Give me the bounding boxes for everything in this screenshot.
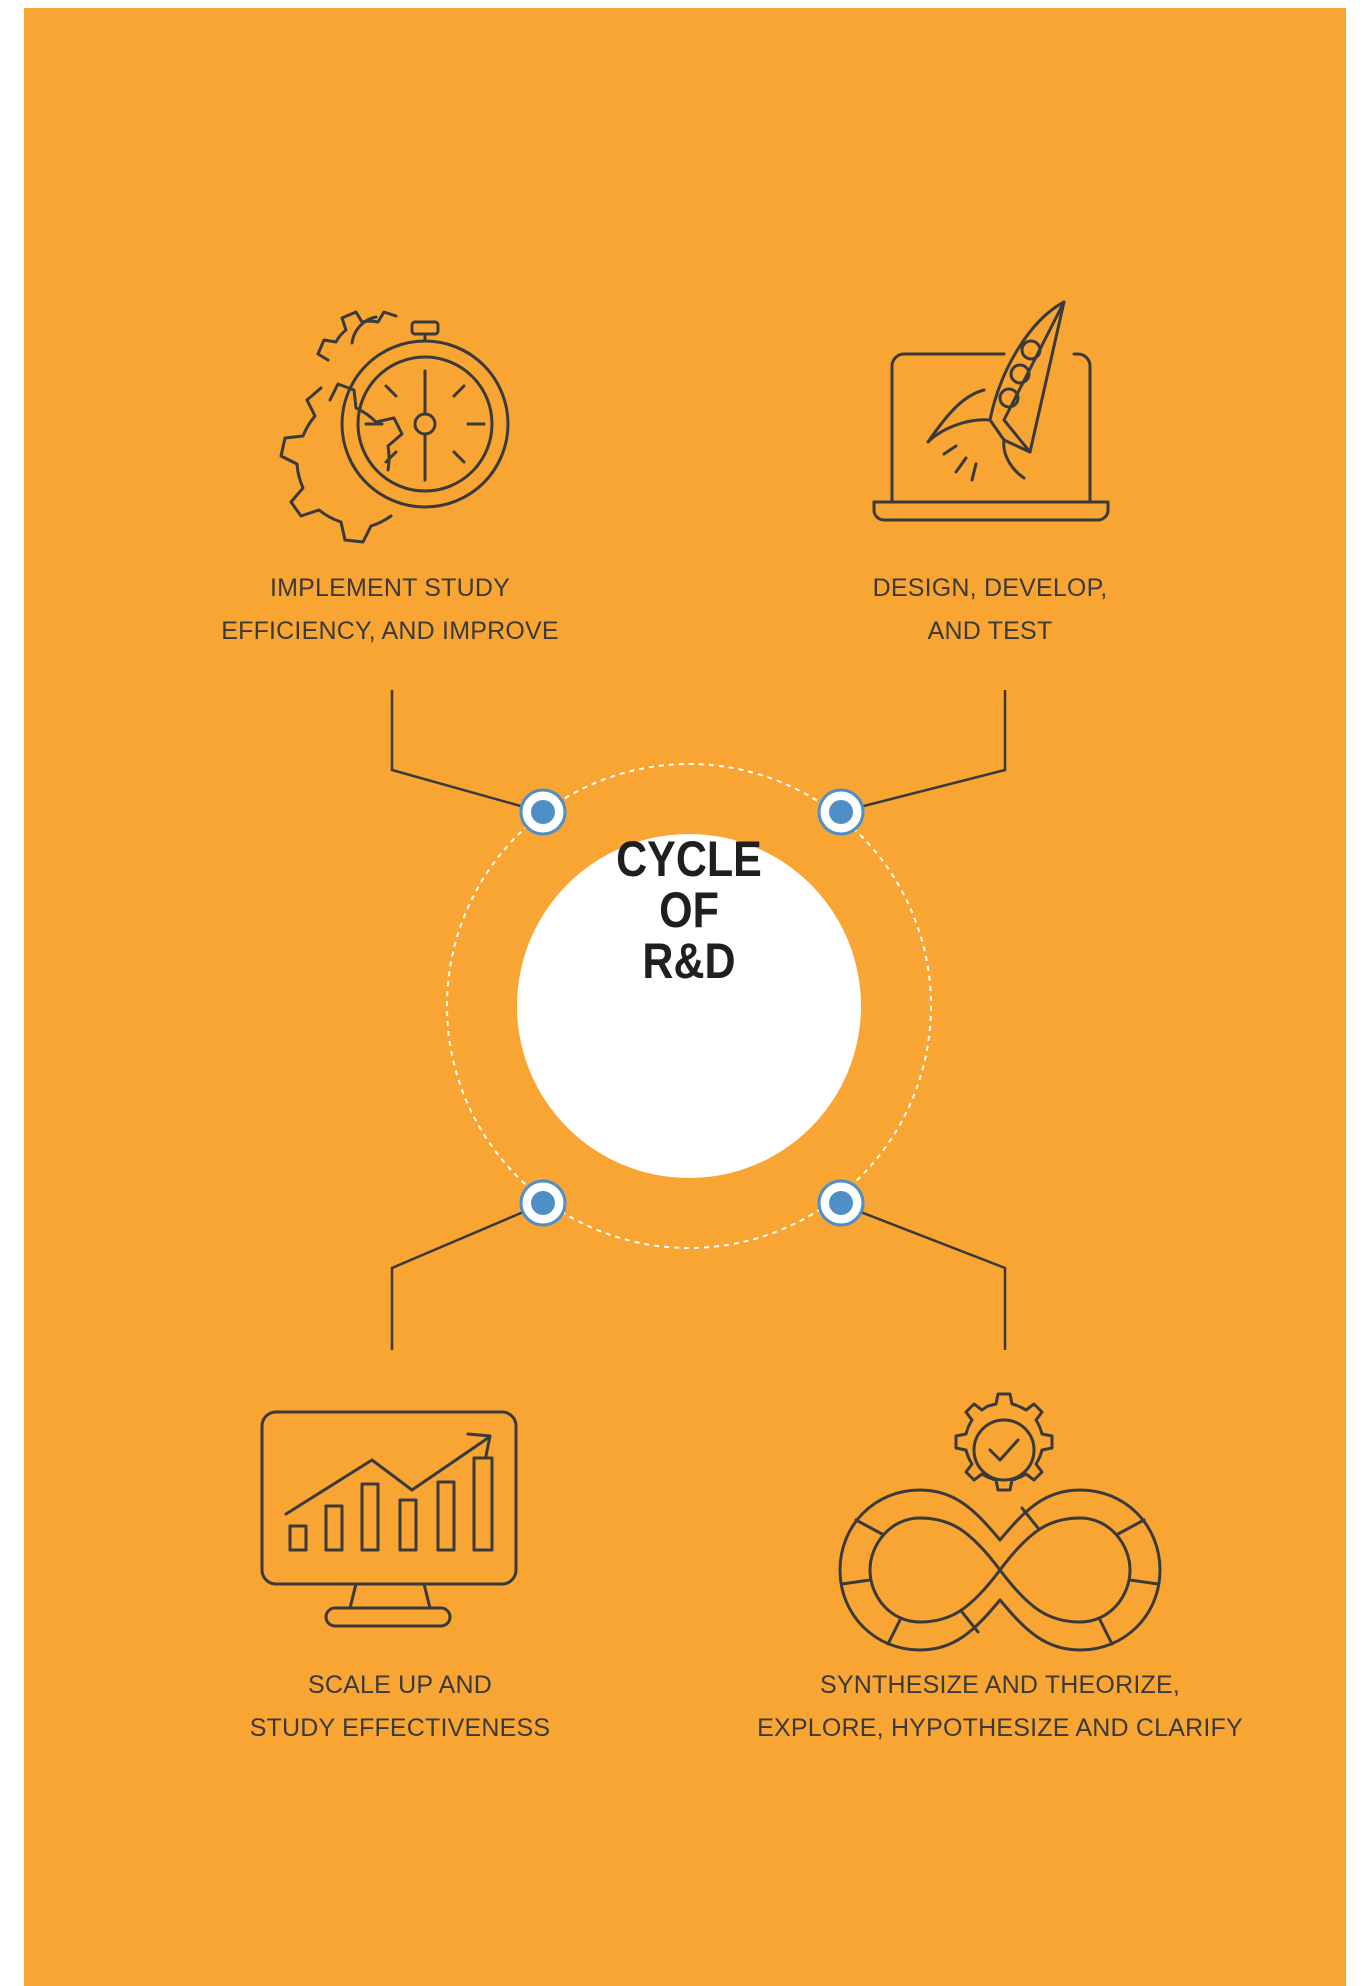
step-label-line: DESIGN, DEVELOP, bbox=[872, 574, 1108, 602]
step-label-line: EFFICIENCY, AND IMPROVE bbox=[221, 617, 559, 645]
center-circle bbox=[517, 834, 861, 1178]
step-label-line: SCALE UP AND bbox=[308, 1671, 492, 1699]
node-bottom-left bbox=[519, 1179, 567, 1227]
dashed-ring bbox=[446, 763, 932, 1249]
connector-top-right bbox=[839, 690, 1007, 814]
laptop-rocket-icon bbox=[872, 300, 1110, 522]
step-label-implement: IMPLEMENT STUDY EFFICIENCY, AND IMPROVE bbox=[190, 567, 590, 653]
step-label-design: DESIGN, DEVELOP, AND TEST bbox=[820, 567, 1160, 653]
node-top-left bbox=[519, 788, 567, 836]
step-label-scale-up: SCALE UP AND STUDY EFFECTIVENESS bbox=[220, 1664, 580, 1750]
node-top-right bbox=[817, 788, 865, 836]
step-label-line: STUDY EFFECTIVENESS bbox=[249, 1714, 551, 1742]
step-label-line: IMPLEMENT STUDY bbox=[269, 574, 511, 602]
step-label-synthesize: SYNTHESIZE AND THEORIZE, EXPLORE, HYPOTH… bbox=[730, 1664, 1270, 1750]
node-bottom-right bbox=[817, 1179, 865, 1227]
center-title: CYCLE OF R&D bbox=[541, 834, 837, 987]
center-title-line-2: OF bbox=[659, 882, 719, 938]
connector-bottom-left bbox=[390, 1202, 543, 1350]
connector-top-left bbox=[390, 690, 543, 814]
gear-check-infinity-icon bbox=[838, 1392, 1162, 1652]
connector-bottom-right bbox=[839, 1202, 1007, 1350]
center-title-line-3: R&D bbox=[642, 933, 736, 989]
step-label-line: EXPLORE, HYPOTHESIZE AND CLARIFY bbox=[757, 1714, 1243, 1742]
step-label-line: AND TEST bbox=[927, 617, 1053, 645]
connector-lines bbox=[390, 690, 1007, 1350]
step-label-line: SYNTHESIZE AND THEORIZE, bbox=[820, 1671, 1180, 1699]
gears-stopwatch-icon bbox=[279, 310, 510, 544]
monitor-bar-chart-icon bbox=[260, 1410, 518, 1628]
center-title-line-1: CYCLE bbox=[616, 831, 762, 887]
